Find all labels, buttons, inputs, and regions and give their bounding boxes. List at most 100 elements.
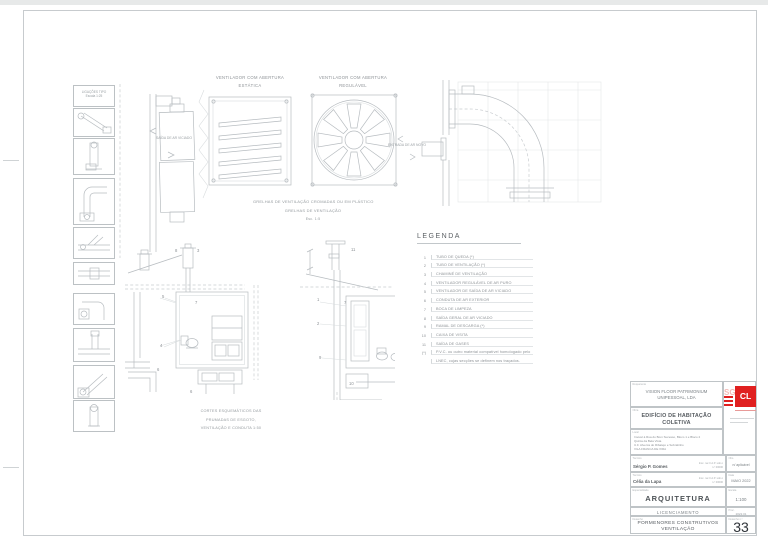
legend-row: 5 VENTILADOR DE SAÍDA DE AR VICIADO <box>417 286 533 295</box>
location-line2: Quinta da Bela Vista <box>634 438 662 443</box>
legend-item-text: CAIXA DE VISITA <box>431 332 533 338</box>
sheet-border-frame <box>23 10 757 536</box>
pipe-elbow-flange-drawing <box>78 301 105 320</box>
adjustable-vent-label: VENTILADOR COM ABERTURA REGULÁVEL <box>298 74 408 90</box>
callout-number: 6 <box>190 389 193 394</box>
drawing-title-line2: VENTILAÇÃO <box>661 527 695 533</box>
pipe-diagonal-drawing <box>77 112 112 134</box>
client-label: Requerente <box>632 382 647 386</box>
project-title-line1: EDIFÍCIO DE HABITAÇÃO <box>641 413 712 419</box>
callout-number: 7 <box>195 300 198 305</box>
sheet-number-label: Desenho n.º <box>728 517 743 521</box>
title-block-technician2-cell: Técnico Célia da Lapa Insc. na O.A.P. so… <box>630 472 726 487</box>
phase-value: LICENCIAMENTO <box>656 510 700 515</box>
legend-item-number: 8 <box>423 316 426 321</box>
legend-item-number: 1 <box>423 255 426 260</box>
legend-item-number: 4 <box>423 281 426 286</box>
pipe-vertical-cap-drawing <box>88 404 100 427</box>
fold-mark <box>3 160 19 161</box>
date-value: MAIO 2022 <box>731 479 751 483</box>
sheet-number: 33 <box>733 519 749 535</box>
legend-footnote-row: LNEC, cujas secções se definem nos traça… <box>417 355 533 364</box>
obs-label: Obs. <box>728 456 734 460</box>
duct-elbow-drawing <box>397 80 602 206</box>
client-name-line2: UNIPESSOAL, LDA <box>657 394 696 400</box>
proc-value: 2022.01 <box>735 511 747 516</box>
technician2-name: Célia da Lapa <box>633 479 662 484</box>
adjustable-fan-drawing <box>310 93 398 187</box>
technician2-note-line2: n.º 00000 <box>711 480 723 484</box>
legend-item-number: 6 <box>423 299 426 304</box>
legend-item-text: SAÍDA DE GASES <box>431 341 533 347</box>
drawing-title-line1: PORMENORES CONSTRUTIVOS <box>637 521 719 526</box>
callout-number: 3 <box>197 248 200 253</box>
location-line3: U.F. Alverca do Ribatejo e Sobralinho <box>634 443 684 448</box>
pipe-detail-box <box>73 227 115 259</box>
ligacoes-tipo-label-box: LIGAÇÕES TIPO Escala 1:25 <box>73 85 115 107</box>
legend-item-text: SAÍDA GERAL DE AR VICIADO <box>431 315 533 321</box>
grilles-caption-line1: GRELHAS DE VENTILAÇÃO CROMADAS OU EM PLÁ… <box>253 199 374 204</box>
title-block-specialty-cell: Especialidade ARQUITETURA <box>630 487 726 507</box>
location-label: Local <box>632 430 639 434</box>
title-block: Requerente VISION FLOOR PATRIMONIUM UNIP… <box>630 381 756 535</box>
legend-title: LEGENDA <box>417 233 521 244</box>
legend-footnote-row: (*) P.V.C. ou outro material compatível h… <box>417 347 533 356</box>
legend-item-number: 3 <box>423 273 426 278</box>
title-block-logo-cell: SG CL <box>723 381 756 455</box>
pipe-detail-box <box>73 108 115 137</box>
title-block-phase-cell: LICENCIAMENTO <box>630 507 726 516</box>
callout-number: 11 <box>351 247 356 252</box>
static-vent-label-line2: ESTÁTICA <box>238 83 262 88</box>
scale-value: 1:100 <box>735 497 747 502</box>
pipe-y-junction-drawing <box>78 234 110 251</box>
legend-item-text: BOCA DE LIMPEZA <box>431 306 533 312</box>
pipe-detail-box <box>73 262 115 285</box>
legend-item-text: RAMAL DE DESCARGA (*) <box>431 324 533 330</box>
date-label: Data <box>728 473 734 477</box>
callout-number: 10 <box>349 381 354 386</box>
legend-item-text: VENTILADOR DE SAÍDA DE AR VICIADO <box>431 289 533 295</box>
fold-mark <box>3 467 19 468</box>
technician1-name: Sérgio P. Gomes <box>633 464 668 469</box>
legend-item-number: 5 <box>423 290 426 295</box>
stale-air-label: SAÍDA DE AR VICIADO <box>156 136 192 140</box>
callout-number: 5 <box>162 294 165 299</box>
sections-caption-line3: VENTILAÇÃO E CONDUTA 1:50 <box>200 426 262 430</box>
pipe-coupling-drawing <box>78 267 110 280</box>
static-vent-label-line1: VENTILADOR COM ABERTURA <box>215 75 285 80</box>
title-block-proc-cell: Proc. 2022.01 <box>726 507 756 516</box>
legend-footnote-text: P.V.C. ou outro material compatível homo… <box>431 350 533 356</box>
sections-caption-line1: CORTES ESQUEMÁTICOS DAS <box>200 409 262 413</box>
legend-row: 9 RAMAL DE DESCARGA (*) <box>417 321 533 330</box>
project-title-line2: COLETIVA <box>662 420 691 426</box>
adjustable-vent-label-line2: REGULÁVEL <box>339 83 367 88</box>
pipe-detail-box <box>73 365 115 399</box>
pipe-detail-box <box>73 178 115 225</box>
title-block-client-cell: Requerente VISION FLOOR PATRIMONIUM UNIP… <box>630 381 723 407</box>
title-block-technician1-cell: Técnico Sérgio P. Gomes Insc. na O.A.P. … <box>630 455 726 472</box>
technician2-note-line1: Insc. na O.A.P. sob o <box>698 477 723 481</box>
legend-footnote-mark: (*) <box>421 351 426 356</box>
callout-number: 2 <box>317 321 320 326</box>
title-block-location-cell: Local Imóvel à Rua do Bom Sucesso, Bloco… <box>630 429 723 455</box>
location-line1: Imóvel à Rua do Bom Sucesso, Bloco 1 e B… <box>634 434 701 439</box>
specialty-label: Especialidade <box>632 488 649 492</box>
fresh-air-label: ENTRADA DE AR NOVO <box>387 143 427 147</box>
technician1-note-line2: n.º 00000 <box>711 465 723 469</box>
pipe-diagonal-flange-drawing <box>77 373 108 398</box>
logo-stripe <box>724 396 733 398</box>
ligacoes-tipo-title: LIGAÇÕES TIPO <box>81 90 107 94</box>
drawing-label: Desenho <box>632 517 643 521</box>
company-logo: CL <box>735 386 756 407</box>
legend-item-text: CONDUTA DE AR EXTERIOR <box>431 298 533 304</box>
legend-item-number: 9 <box>423 325 426 330</box>
pipe-detail-box <box>73 293 115 325</box>
pipe-detail-box <box>73 400 115 432</box>
project-label: Obra <box>632 408 639 412</box>
